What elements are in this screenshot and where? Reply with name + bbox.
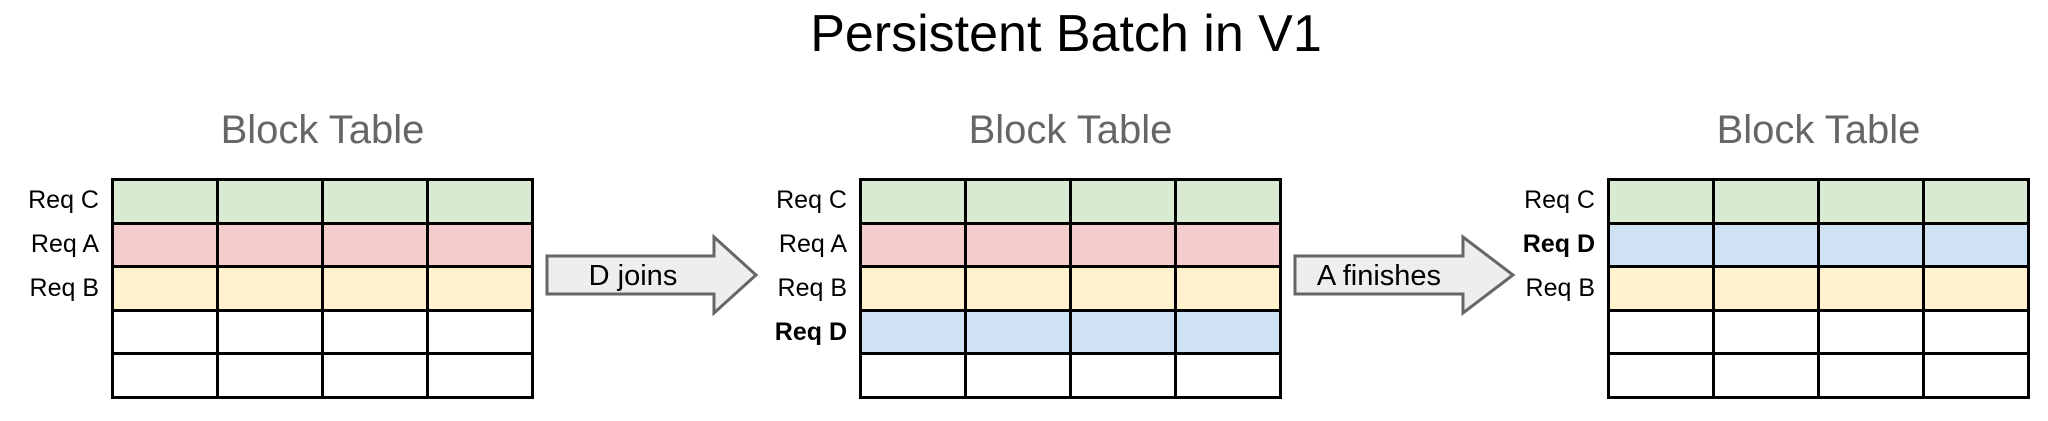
a-finishes-arrow: A finishes	[1293, 233, 1516, 317]
block-cell	[1820, 268, 1922, 309]
block-cell	[1177, 268, 1279, 309]
row-label: Req B	[777, 273, 847, 302]
arrow-label: A finishes	[1317, 260, 1441, 292]
block-cell	[1715, 268, 1817, 309]
block-cell	[967, 311, 1069, 353]
block-cell	[1072, 181, 1174, 222]
row-label: Req C	[776, 185, 847, 214]
block-cell	[1925, 181, 2027, 222]
block-cell	[1820, 311, 1922, 353]
row-labels: Req C Req A Req B Req D	[679, 178, 847, 399]
block-cell	[1072, 355, 1174, 396]
block-cell	[862, 355, 964, 396]
block-cell	[429, 181, 531, 222]
block-cell	[1925, 311, 2027, 353]
row-label: Req B	[29, 273, 99, 302]
page-title: Persistent Batch in V1	[810, 5, 1322, 63]
block-table-group-right: Block Table Req C Req D Req B	[1427, 105, 2037, 405]
block-cell	[219, 181, 321, 222]
block-cell	[1610, 181, 1712, 222]
block-cell	[967, 181, 1069, 222]
block-cell	[1610, 268, 1712, 309]
row-label: Req D	[774, 318, 847, 347]
block-cell	[429, 311, 531, 353]
block-cell	[1610, 224, 1712, 266]
block-cell	[862, 224, 964, 266]
block-cell	[1072, 224, 1174, 266]
block-cell	[324, 311, 426, 353]
block-cell	[1715, 181, 1817, 222]
block-cell	[219, 268, 321, 309]
d-joins-arrow: D joins	[545, 233, 759, 317]
block-cell	[862, 181, 964, 222]
block-cell	[219, 224, 321, 266]
row-label: Req A	[30, 229, 99, 258]
block-table-group-middle: Block Table Req C Req A Req B Req D	[679, 105, 1289, 405]
block-cell	[1177, 224, 1279, 266]
block-cell	[114, 224, 216, 266]
block-table-group-left: Block Table Req C Req A Req B	[0, 105, 541, 405]
block-cell	[1715, 224, 1817, 266]
row-labels: Req C Req D Req B	[1427, 178, 1595, 399]
row-label: Req D	[1522, 229, 1595, 258]
block-grid	[111, 178, 534, 399]
block-grid	[859, 178, 1282, 399]
block-cell	[1610, 355, 1712, 396]
row-label: Req C	[28, 185, 99, 214]
block-cell	[1072, 268, 1174, 309]
block-cell	[429, 268, 531, 309]
arrow-label: D joins	[589, 260, 678, 292]
block-cell	[219, 311, 321, 353]
block-cell	[429, 224, 531, 266]
block-table-title: Block Table	[968, 108, 1173, 152]
block-cell	[324, 268, 426, 309]
block-cell	[114, 311, 216, 353]
block-cell	[324, 181, 426, 222]
row-label: Req A	[778, 229, 847, 258]
block-cell	[429, 355, 531, 396]
block-cell	[1715, 311, 1817, 353]
block-cell	[219, 355, 321, 396]
block-cell	[1820, 355, 1922, 396]
block-cell	[1820, 181, 1922, 222]
block-cell	[967, 224, 1069, 266]
block-table-title: Block Table	[1716, 108, 1921, 152]
block-cell	[114, 181, 216, 222]
block-cell	[324, 355, 426, 396]
block-cell	[114, 355, 216, 396]
block-cell	[1610, 311, 1712, 353]
block-cell	[862, 268, 964, 309]
row-labels: Req C Req A Req B	[0, 178, 99, 399]
block-cell	[1177, 355, 1279, 396]
block-cell	[1820, 224, 1922, 266]
block-cell	[967, 355, 1069, 396]
block-cell	[967, 268, 1069, 309]
block-cell	[324, 224, 426, 266]
block-cell	[1925, 268, 2027, 309]
block-cell	[114, 268, 216, 309]
block-cell	[1925, 224, 2027, 266]
block-table-title: Block Table	[220, 108, 425, 152]
row-label: Req B	[1525, 273, 1595, 302]
block-cell	[1925, 355, 2027, 396]
block-cell	[1177, 311, 1279, 353]
block-grid	[1607, 178, 2030, 399]
block-cell	[862, 311, 964, 353]
block-cell	[1715, 355, 1817, 396]
arrow-shape	[1293, 233, 1516, 317]
block-cell	[1072, 311, 1174, 353]
block-cell	[1177, 181, 1279, 222]
row-label: Req C	[1524, 185, 1595, 214]
arrow-shape	[545, 233, 759, 317]
